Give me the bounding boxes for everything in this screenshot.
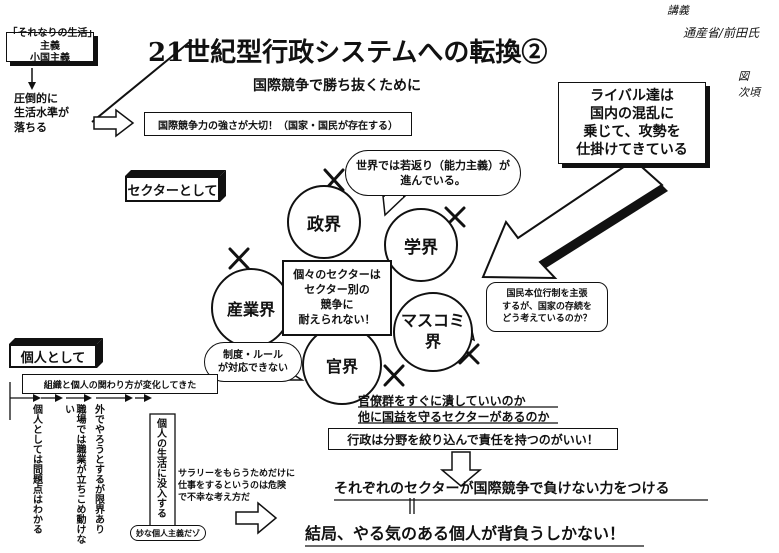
right-arrow-icon bbox=[235, 501, 278, 535]
page-title: 21世紀型行政システムへの転換② bbox=[148, 38, 548, 68]
living-standard-text: 圧倒的に 生活水準が 落ちる bbox=[14, 92, 69, 134]
diagonal-rule bbox=[91, 39, 193, 123]
circle-media: マスコミ 界 bbox=[393, 292, 473, 372]
salary-text: サラリーをもらうためだけに 仕事をするというのは危険 で不幸な考え方だ bbox=[178, 469, 296, 504]
down-arrow-icon bbox=[28, 82, 36, 90]
circle-industry: 産業界 bbox=[211, 268, 291, 348]
right-arrow-icon bbox=[93, 108, 135, 138]
down-arrow-icon bbox=[439, 451, 483, 487]
handwritten-note-3: 図 bbox=[738, 70, 749, 83]
vertical-text-1: 個人としては問題点はわかる bbox=[30, 404, 42, 534]
vertical-text-3: 外でやろうとするが限界あり bbox=[92, 404, 104, 534]
citizen-bubble: 国民本位行制を主張 するが、国家の存続を どう考えているのか？ bbox=[486, 282, 608, 332]
rules-bubble: 制度・ルール が対応できない bbox=[204, 342, 302, 382]
circle-politics: 政界 bbox=[287, 185, 361, 259]
stance-line2: 小国主義 bbox=[30, 53, 70, 65]
vertical-text-2: 職場では職業が立ちこめ動けない bbox=[62, 404, 86, 544]
circle-academia: 学界 bbox=[384, 208, 458, 282]
circle-bureaucracy: 官界 bbox=[302, 325, 382, 405]
individualism-bubble: 妙な個人主義だゾ bbox=[130, 525, 206, 541]
competitiveness-box: 国際競争力の強さが大切！（国家・国民が存在する） bbox=[144, 112, 412, 136]
stance-box: 「それなりの生活」主義 小国主義 bbox=[6, 28, 94, 64]
handwritten-note-2: 通産省/前田氏 bbox=[683, 26, 760, 40]
conclusion-2: 結局、やる気のある個人が背負うしかない！ bbox=[305, 524, 626, 543]
handwritten-note-1: 講義 bbox=[667, 4, 689, 17]
handwritten-note-4: 次頃 bbox=[738, 86, 760, 99]
org-person-box: 組織と個人の関わり方が変化してきた bbox=[22, 374, 218, 394]
administration-box: 行政は分野を絞り込んで責任を持つのがいい！ bbox=[328, 428, 618, 450]
central-box: 個々のセクターは セクター別の 競争に 耐えられない！ bbox=[282, 260, 392, 336]
conclusion-1: それぞれのセクターが国際競争で負けない力をつける bbox=[334, 481, 670, 497]
rival-box: ライバル達は 国内の混乱に 乗じて、攻勢を 仕掛けてきている bbox=[558, 82, 706, 164]
sector-label: セクターとして bbox=[125, 176, 220, 202]
stance-line1: 「それなりの生活」主義 bbox=[7, 28, 93, 52]
question-line2: 他に国益を守るセクターがあるのか bbox=[358, 410, 550, 424]
individual-label: 個人として bbox=[9, 344, 97, 368]
page-subtitle: 国際競争で勝ち抜くために bbox=[253, 78, 421, 94]
world-bubble: 世界では若返り（能力主義）が 進んでいる。 bbox=[345, 150, 521, 196]
vertical-text-4: 個人の生活に没入する bbox=[154, 418, 166, 518]
question-line1: 官僚群をすぐに潰していいのか bbox=[358, 394, 526, 408]
